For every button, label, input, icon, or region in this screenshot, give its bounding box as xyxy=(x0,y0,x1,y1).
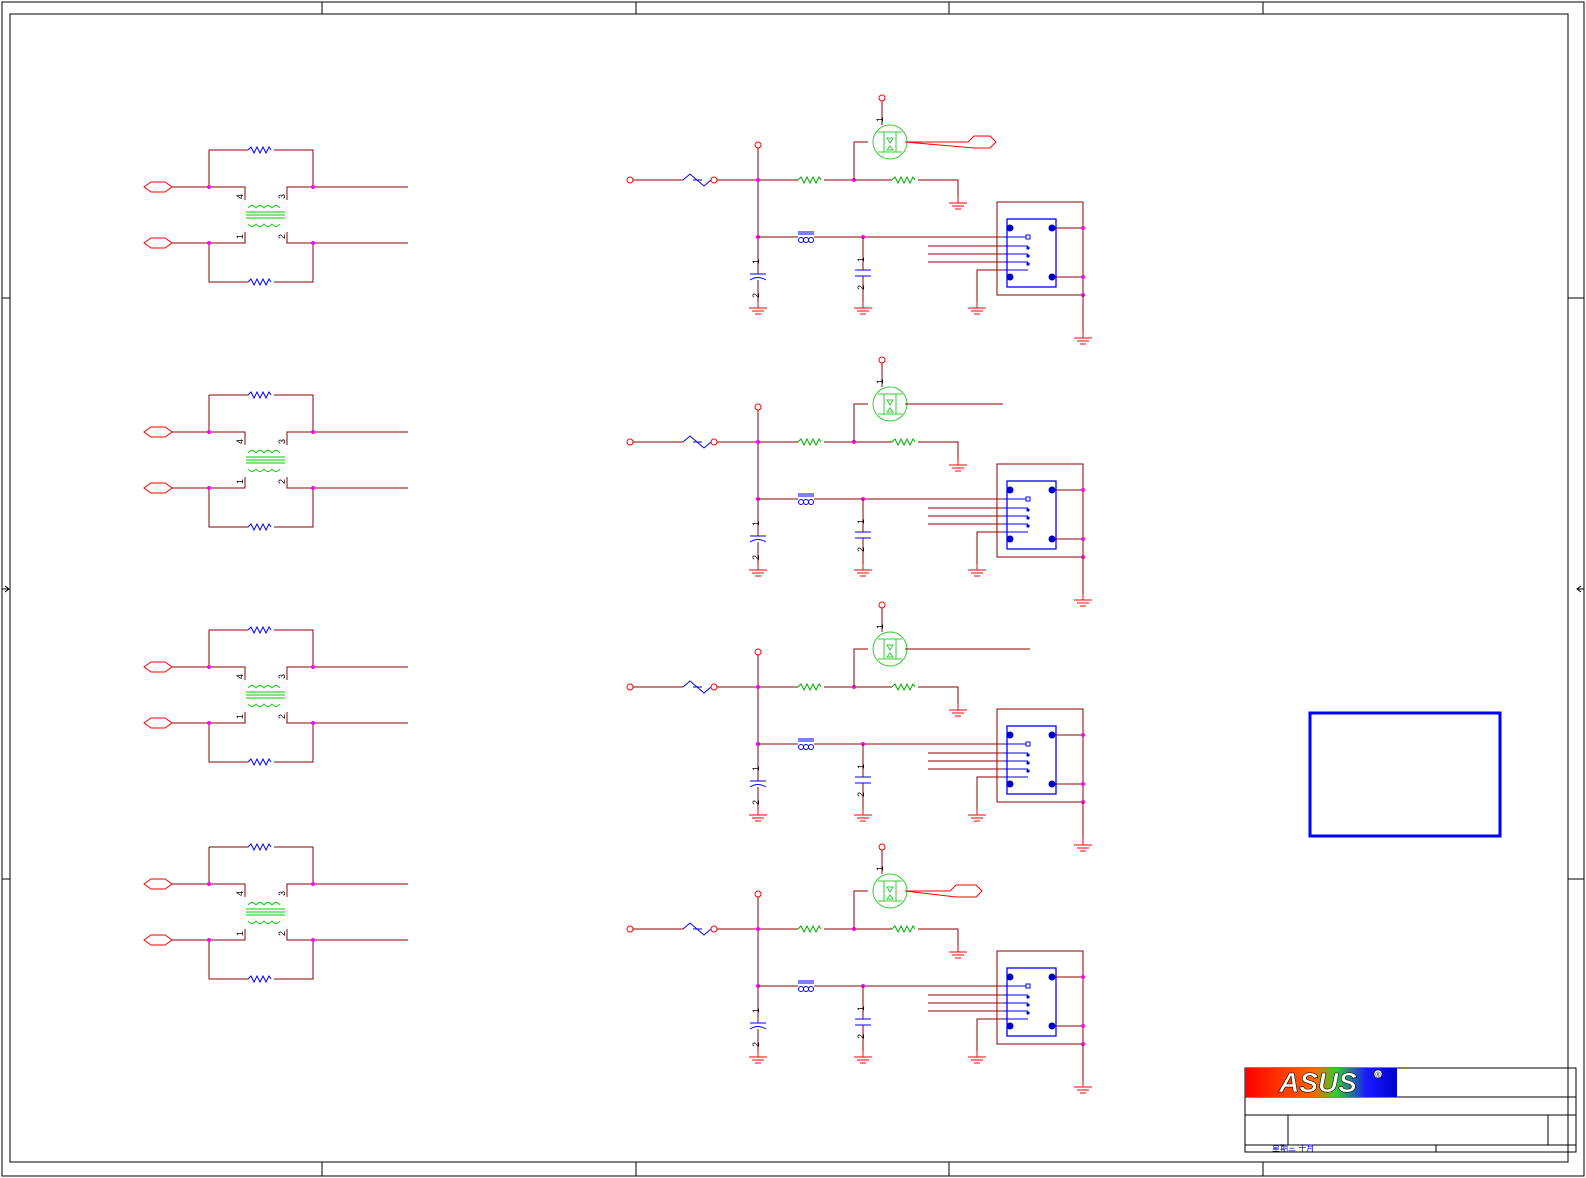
asus-logo: ASUS ® xyxy=(1245,1067,1397,1098)
pin-label: 1 xyxy=(235,931,245,936)
pin-label: 4 xyxy=(235,194,245,199)
pin-label: 1 xyxy=(751,521,761,526)
pin-label: 2 xyxy=(277,479,287,484)
usb-port-block-1: 1 2 1 2 1 xyxy=(627,95,1092,344)
pin-label: 1 xyxy=(235,714,245,719)
pin-label: 4 xyxy=(235,439,245,444)
pin-label: 1 xyxy=(856,764,866,769)
pin-label: 2 xyxy=(277,234,287,239)
pin-label: 2 xyxy=(856,547,866,552)
pin-label: 1 xyxy=(856,257,866,262)
registered-mark: ® xyxy=(1375,1071,1381,1079)
pin-label: 1 xyxy=(875,866,885,871)
pin-label: 1 xyxy=(875,117,885,122)
usb-port-block-3: 1 2 1 2 1 xyxy=(627,602,1092,851)
pin-label: 2 xyxy=(277,714,287,719)
pin-label: 1 xyxy=(751,766,761,771)
usb-port-block-2: 1 2 1 2 1 xyxy=(627,357,1092,606)
pin-label: 2 xyxy=(751,293,761,298)
pin-label: 2 xyxy=(856,792,866,797)
asus-logo-text: ASUS xyxy=(1278,1067,1357,1098)
pin-label: 4 xyxy=(235,891,245,896)
pin-label: 1 xyxy=(856,1006,866,1011)
pin-label: 1 xyxy=(875,624,885,629)
pin-label: 1 xyxy=(856,519,866,524)
choke-block-4: 4 1 3 2 xyxy=(143,843,409,983)
pin-label: 2 xyxy=(751,1042,761,1047)
pin-label: 1 xyxy=(235,479,245,484)
pin-label: 4 xyxy=(235,674,245,679)
choke-block-3: 4 1 3 2 xyxy=(143,626,409,766)
pin-label: 3 xyxy=(277,674,287,679)
choke-block-2: 4 1 3 2 xyxy=(143,391,409,531)
pin-label: 3 xyxy=(277,194,287,199)
pin-label: 3 xyxy=(277,439,287,444)
pin-label: 2 xyxy=(856,1034,866,1039)
pin-label: 3 xyxy=(277,891,287,896)
pin-label: 2 xyxy=(751,800,761,805)
title-block: ASUS ® 星期三 十月 xyxy=(1244,1067,1577,1153)
date-label: 星期三 十月 xyxy=(1272,1143,1314,1153)
pin-label: 1 xyxy=(751,259,761,264)
pin-label: 2 xyxy=(277,931,287,936)
pin-label: 1 xyxy=(751,1008,761,1013)
pin-label: 1 xyxy=(875,379,885,384)
choke-block-1: 4 1 3 2 xyxy=(143,146,409,286)
usb-port-block-4: 1 2 1 2 1 xyxy=(627,844,1092,1093)
pin-label: 1 xyxy=(235,234,245,239)
pin-label: 2 xyxy=(751,555,761,560)
pin-label: 2 xyxy=(856,285,866,290)
note-box xyxy=(1308,711,1502,838)
